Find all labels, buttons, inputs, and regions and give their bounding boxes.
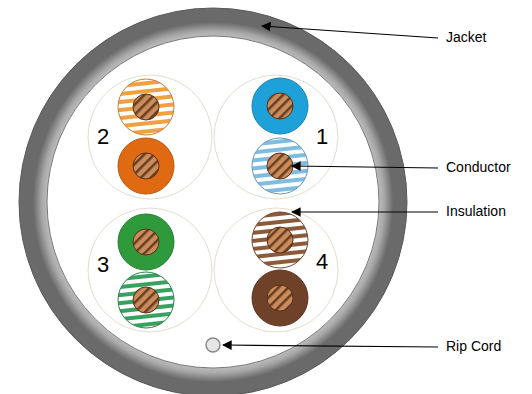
pair-outline <box>214 75 338 199</box>
conductor <box>133 94 159 120</box>
jacket-inner <box>47 36 379 368</box>
insulation <box>118 272 174 328</box>
wire <box>252 78 308 134</box>
jacket-edge <box>19 8 407 394</box>
pair-outline <box>88 75 212 199</box>
leader-line <box>292 166 438 168</box>
leader-line <box>262 26 438 38</box>
wire <box>252 270 308 326</box>
conductor <box>133 229 159 255</box>
conductor <box>133 153 159 179</box>
wire <box>118 214 174 270</box>
pair-outline <box>88 208 212 332</box>
jacket <box>33 22 393 382</box>
conductor <box>267 227 293 253</box>
wire <box>118 272 174 328</box>
insulation <box>252 270 308 326</box>
callout-number: 1 <box>316 125 328 149</box>
insulation <box>118 214 174 270</box>
part-label: Rip Cord <box>444 339 503 354</box>
part-label: Jacket <box>444 30 488 45</box>
callout-number: 4 <box>316 250 328 274</box>
pair-outline <box>214 208 338 332</box>
insulation <box>252 78 308 134</box>
insulation <box>118 138 174 194</box>
rip-cord <box>206 338 220 352</box>
part-label: Insulation <box>444 204 508 219</box>
wire <box>118 138 174 194</box>
conductor <box>267 93 293 119</box>
leader-line <box>223 345 438 347</box>
conductor <box>267 153 293 179</box>
insulation <box>252 212 308 268</box>
callout-number: 2 <box>97 125 109 149</box>
wire-pairs <box>88 75 338 332</box>
wire <box>252 212 308 268</box>
wire <box>118 79 174 135</box>
conductor <box>133 287 159 313</box>
conductor <box>267 285 293 311</box>
part-label: Conductor <box>444 160 513 175</box>
callout-number: 3 <box>97 253 109 277</box>
leader-line <box>292 211 438 212</box>
insulation <box>118 79 174 135</box>
